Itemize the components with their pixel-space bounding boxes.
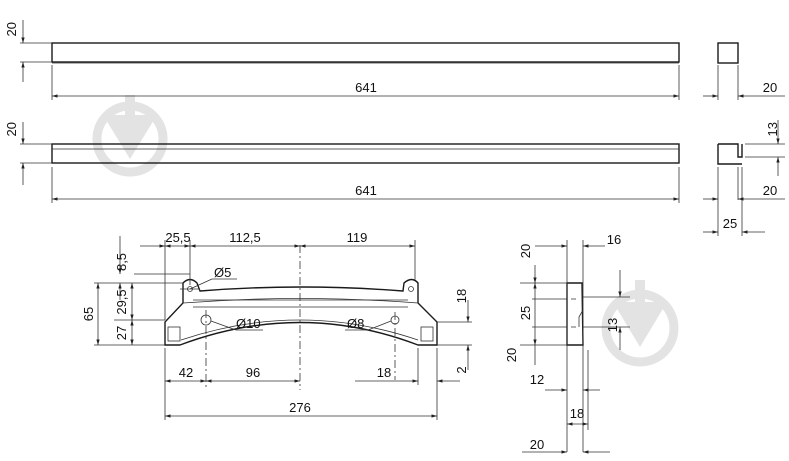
bracket-dim-8-5: 8,5 <box>114 253 129 271</box>
side-dim-12: 12 <box>530 372 544 387</box>
side-dim-18: 18 <box>570 406 584 421</box>
side-dim-16: 16 <box>607 232 621 247</box>
bracket-dim-65: 65 <box>81 307 96 321</box>
bar-second: 20 641 <box>4 122 680 203</box>
watermark-right <box>601 280 679 367</box>
hole-label-d8: Ø8 <box>347 316 364 331</box>
bar-top-height-label: 20 <box>4 22 19 36</box>
bar-second-height-label: 20 <box>4 122 19 136</box>
bracket-dim-25-5: 25,5 <box>165 230 190 245</box>
side-dim-25: 25 <box>518 306 533 320</box>
bar-top-section-label: 20 <box>763 80 777 95</box>
bar-second-section-height-label: 13 <box>765 122 780 136</box>
bar-second-section-outer-label: 25 <box>723 216 737 231</box>
bracket-front-view: 25,5 112,5 119 8,5 29,5 65 27 18 2 Ø5 Ø1… <box>81 230 472 420</box>
bracket-dim-29-5: 29,5 <box>114 289 129 314</box>
bracket-dim-96: 96 <box>246 365 260 380</box>
watermark-left <box>92 95 168 177</box>
bar-second-length-label: 641 <box>355 183 377 198</box>
bracket-dim-42: 42 <box>179 365 193 380</box>
side-view: 20 16 25 20 13 12 18 20 <box>504 232 630 454</box>
bracket-dim-119: 119 <box>347 230 368 245</box>
hole-label-d5: Ø5 <box>214 265 231 280</box>
bracket-dim-2: 2 <box>454 366 469 373</box>
bar-second-section-width-label: 20 <box>763 183 777 198</box>
bar-top-section: 20 <box>703 42 785 100</box>
side-dim-20-top: 20 <box>518 244 533 258</box>
side-dim-20-bottom: 20 <box>530 437 544 452</box>
bracket-dim-112-5: 112,5 <box>229 230 261 245</box>
bracket-dim-18-bottom: 18 <box>377 365 391 380</box>
bracket-dim-18-right: 18 <box>454 289 469 303</box>
bar-top-length-label: 641 <box>355 80 377 95</box>
bar-top: 20 641 <box>4 20 680 100</box>
bracket-dim-27: 27 <box>114 326 129 340</box>
bracket-dim-276: 276 <box>289 400 311 415</box>
side-dim-13: 13 <box>605 318 620 332</box>
side-dim-20-left: 20 <box>504 348 519 362</box>
hole-label-d10: Ø10 <box>236 316 261 331</box>
bar-second-section: 13 20 25 <box>703 120 785 236</box>
